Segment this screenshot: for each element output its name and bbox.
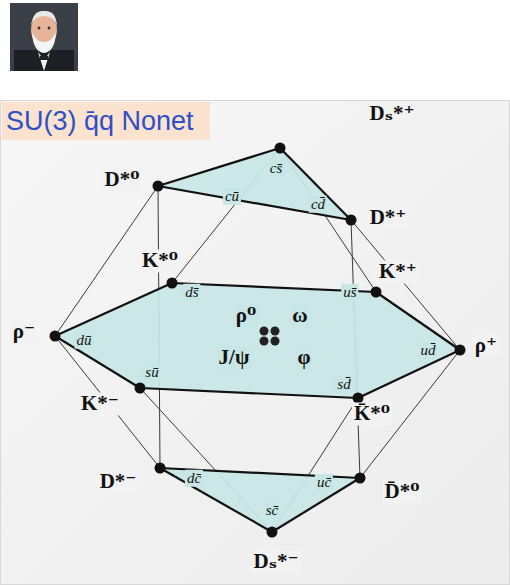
multiplet-shapes (50, 143, 466, 538)
state-dot (167, 278, 178, 289)
particle-name: K*⁻ (79, 392, 121, 415)
state-dot (455, 345, 466, 356)
portrait-photo (10, 3, 78, 71)
central-dot (260, 337, 269, 346)
light-plane (55, 283, 460, 398)
particle-name: φ (295, 346, 312, 369)
quark-content: dc̄ (185, 470, 203, 487)
state-dot (346, 215, 357, 226)
charm-plane (158, 148, 351, 220)
state-dot (50, 331, 61, 342)
particle-name: K̄*⁰ (352, 402, 392, 425)
particle-name: D*⁰ (103, 168, 142, 191)
quark-content: sū (143, 364, 160, 381)
particle-name: Dₛ*⁺ (367, 102, 416, 125)
state-dot (155, 463, 166, 474)
central-dot (271, 327, 280, 336)
particle-name: ρ⁺ (473, 334, 499, 357)
particle-name: J/ψ (217, 346, 252, 369)
state-dot (267, 527, 278, 538)
anticharm-plane (160, 468, 360, 532)
particle-name: ρ⁻ (11, 320, 37, 343)
particle-name: Dₛ*⁻ (251, 550, 300, 573)
quark-content: uc̄ (315, 474, 333, 491)
state-dot (135, 383, 146, 394)
quark-content: cū (223, 188, 241, 205)
quark-content: cd̄ (309, 196, 327, 213)
particle-name: K*⁺ (377, 260, 419, 283)
photo-eye (38, 27, 41, 30)
particle-name: D*⁺ (368, 206, 409, 229)
particle-name: ρ⁰ (234, 304, 258, 327)
particle-name: ω (290, 304, 309, 327)
quark-content: dū (75, 332, 94, 349)
state-dot (275, 143, 286, 154)
quark-content: ds̄ (183, 284, 200, 301)
photo-suit (14, 50, 74, 71)
panel-ground (1, 101, 510, 585)
state-dot (371, 287, 382, 298)
state-dot (355, 473, 366, 484)
quark-content: sc̄ (264, 502, 281, 519)
photo-beard (32, 32, 56, 53)
photo-shirt (38, 52, 50, 71)
state-dot (153, 181, 164, 192)
quark-content: sd̄ (335, 376, 352, 393)
particle-name: K*⁰ (140, 249, 180, 272)
photo-ground (10, 3, 78, 71)
title: SU(3) q̄q Nonet (2, 102, 210, 140)
central-dot (260, 327, 269, 336)
quark-content: cs̄ (268, 160, 285, 177)
quark-content: ud̄ (419, 342, 438, 359)
photo-bowtie (40, 56, 48, 60)
central-dot (271, 337, 280, 346)
photo-eye (48, 27, 51, 30)
particle-name: D̄*⁰ (383, 480, 422, 503)
particle-name: D*⁻ (98, 470, 139, 493)
quark-content: us̄ (341, 284, 358, 301)
photo-hair (31, 11, 57, 26)
